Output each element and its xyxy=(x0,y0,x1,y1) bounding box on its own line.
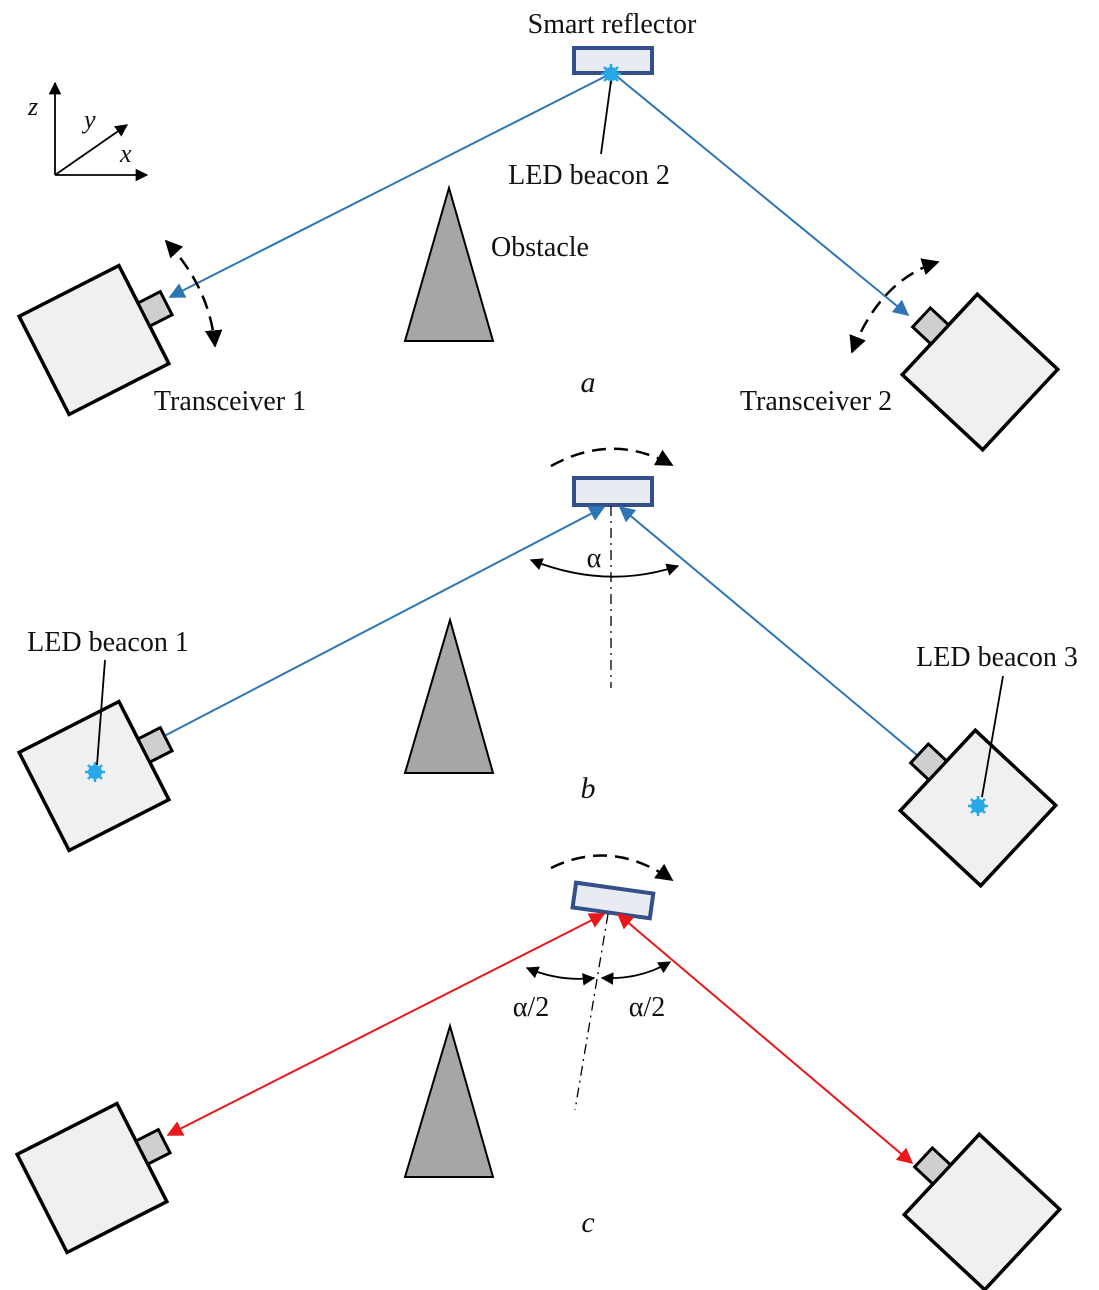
beam-to-transceiver-2-c xyxy=(616,912,914,1165)
rotation-arrow-reflector-b xyxy=(550,447,674,468)
rotation-arrow-reflector-c xyxy=(550,854,674,882)
y-axis-label: y xyxy=(81,105,96,134)
led-beacon-3-icon xyxy=(968,796,988,816)
rotation-arrow-transceiver-1 xyxy=(164,239,223,348)
z-axis-label: z xyxy=(27,92,38,121)
beam-to-transceiver-1-c xyxy=(166,913,606,1136)
beam-to-transceiver-1 xyxy=(168,73,611,298)
rotation-arrow-transceiver-2 xyxy=(849,258,940,354)
transceiver-2-a xyxy=(899,291,1061,453)
obstacle-b xyxy=(403,616,495,774)
subfigure-b-label: b xyxy=(581,772,596,805)
reflector-normal-c xyxy=(574,913,609,1111)
half-alpha-left-label: α/2 xyxy=(513,992,549,1023)
transceiver-2-b xyxy=(897,727,1059,889)
beam-to-transceiver-2 xyxy=(613,73,910,317)
subfigure-a-label: a xyxy=(581,366,596,399)
y-axis-arrow xyxy=(54,124,129,176)
transceiver-2-c xyxy=(901,1131,1063,1290)
led-beacon-3-label: LED beacon 3 xyxy=(916,642,1078,673)
led-beacon-2-label: LED beacon 2 xyxy=(508,160,670,191)
transceiver-1-c xyxy=(14,1101,173,1255)
panel-a: Smart reflector LED beacon 2 Obstacle Tr… xyxy=(16,9,1061,453)
transceiver-2-label: Transceiver 2 xyxy=(740,386,892,417)
smart-reflector-b xyxy=(572,476,654,507)
obstacle-a xyxy=(403,184,495,342)
led-beacon-1-label: LED beacon 1 xyxy=(27,627,189,658)
panel-c: α/2 α/2 c xyxy=(14,854,1063,1290)
transceiver-1-label: Transceiver 1 xyxy=(154,386,306,417)
angle-arc-alpha xyxy=(529,558,680,578)
half-alpha-right-label: α/2 xyxy=(629,992,665,1023)
led-beacon-2-icon xyxy=(601,64,621,84)
transceiver-1-b xyxy=(16,699,175,853)
leader-line-beacon-2 xyxy=(600,80,612,155)
subfigure-c-label: c xyxy=(581,1206,594,1239)
leader-line-beacon-3 xyxy=(981,675,1004,798)
angle-arc-half-alpha-left xyxy=(525,966,596,986)
smart-reflector-a xyxy=(572,46,654,75)
x-axis-label: x xyxy=(119,139,132,168)
angle-arc-half-alpha-right xyxy=(600,961,672,985)
beam-from-beacon-1 xyxy=(94,506,606,773)
leader-line-beacon-1 xyxy=(96,659,106,766)
obstacle-c xyxy=(403,1022,495,1178)
smart-reflector-label: Smart reflector xyxy=(528,9,697,40)
smart-reflector-c xyxy=(570,880,656,921)
alpha-label: α xyxy=(587,543,602,574)
led-beacon-1-icon xyxy=(85,762,105,782)
axes-indicator: z y x xyxy=(27,81,149,182)
panel-b: α LED beacon 1 LED beacon 3 b xyxy=(16,447,1078,889)
transceiver-1-a xyxy=(16,263,175,417)
obstacle-label: Obstacle xyxy=(491,232,589,263)
